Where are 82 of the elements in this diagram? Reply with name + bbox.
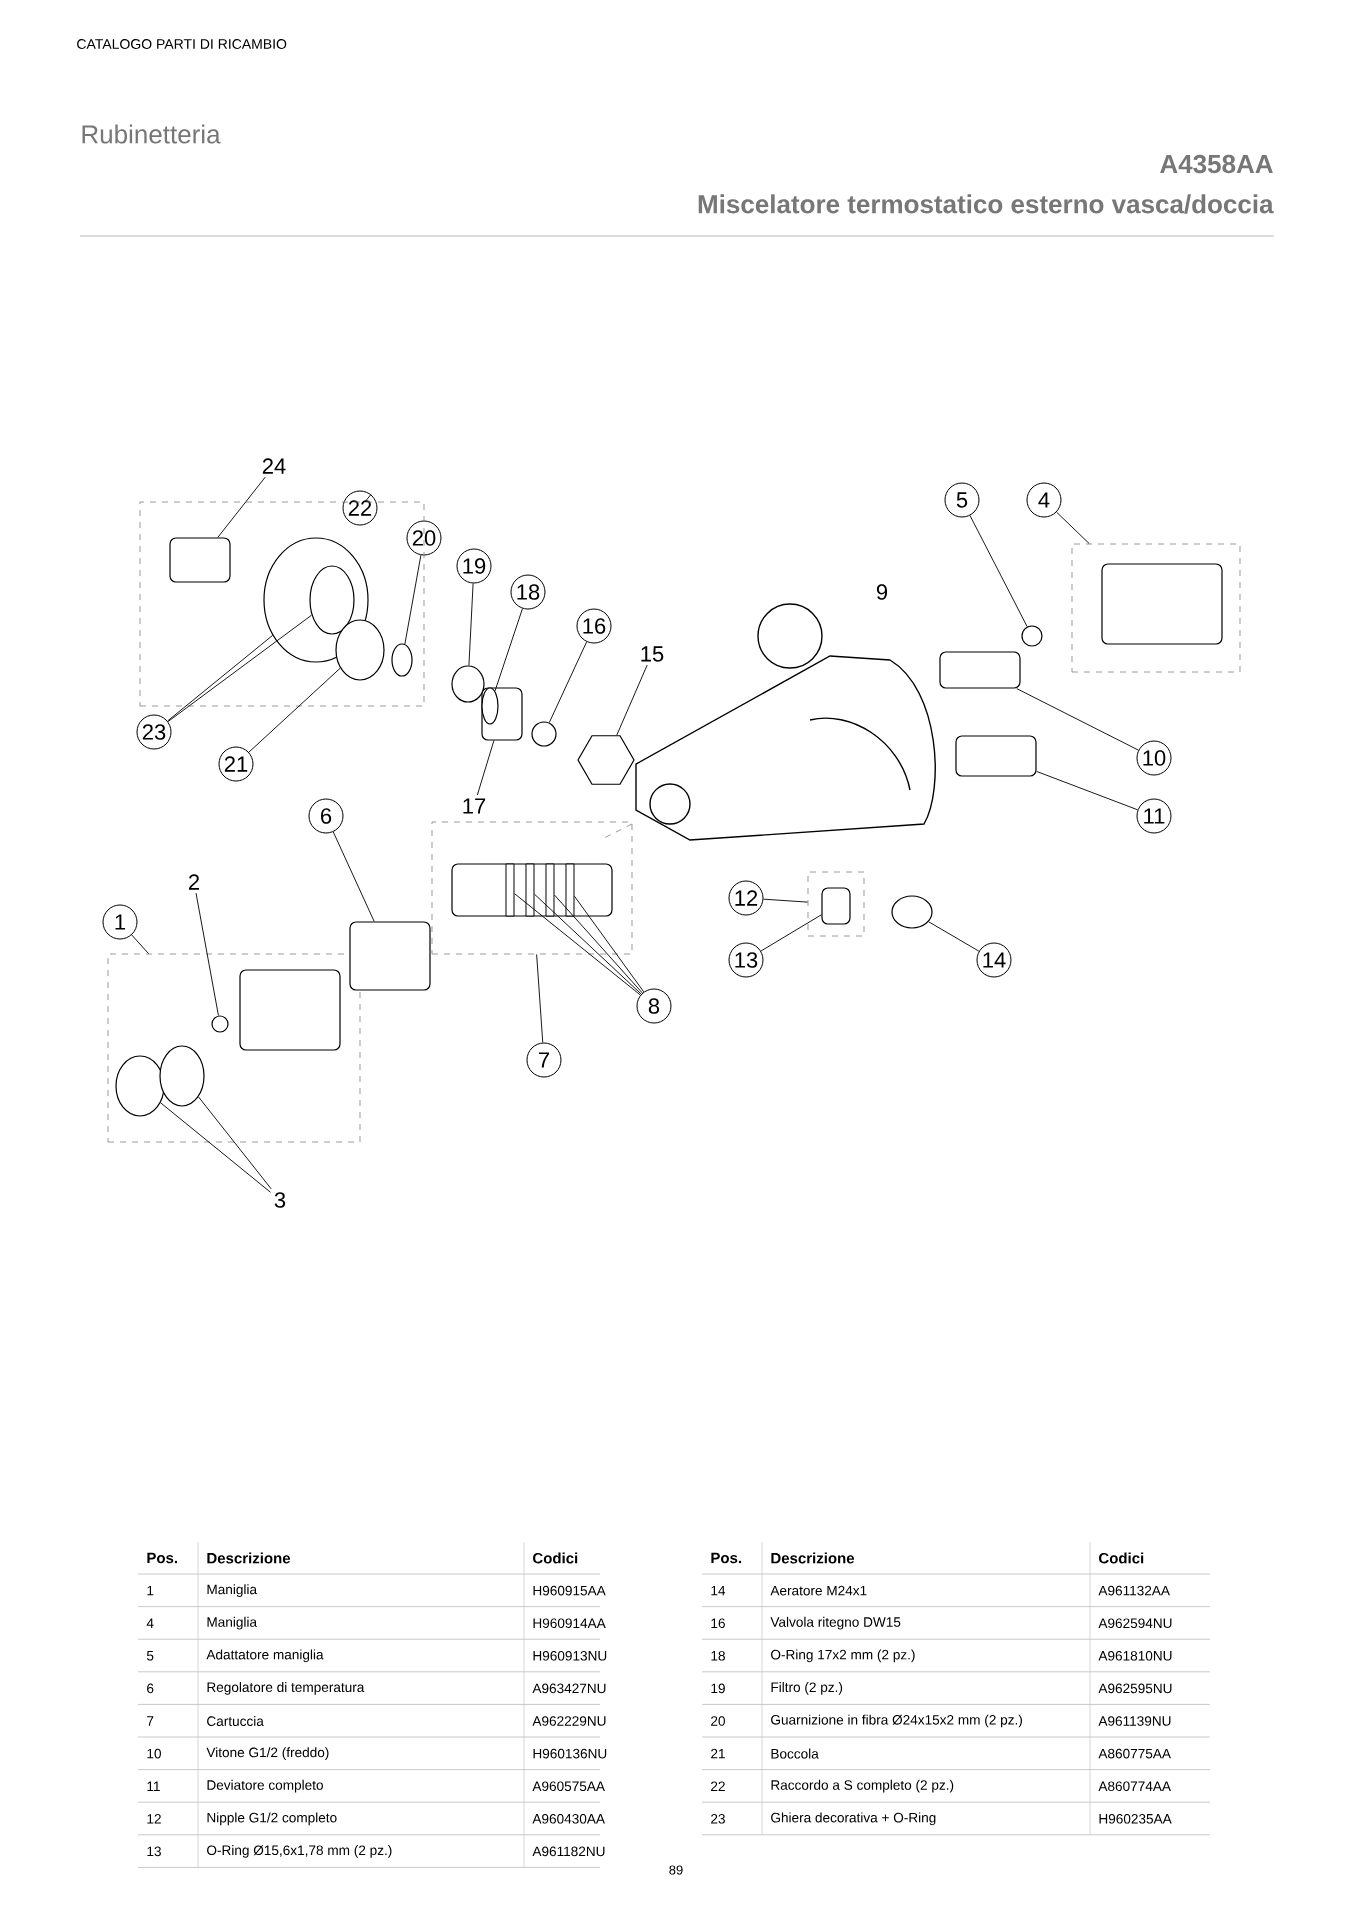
o-ring-drawing — [481, 687, 499, 725]
screw-drawing — [211, 1015, 229, 1033]
callout-number: 18 — [510, 574, 546, 610]
leader-line — [476, 740, 495, 796]
leader-line — [1016, 688, 1139, 751]
handle-drawing — [239, 969, 341, 1051]
callout-number: 2 — [189, 874, 199, 890]
o-ring-drawing — [115, 1055, 165, 1117]
callout-number: 1 — [102, 904, 138, 940]
leader-line — [160, 1102, 271, 1193]
callout-number: 19 — [456, 548, 492, 584]
leader-line — [548, 641, 588, 724]
dashed-group-frame — [1071, 543, 1241, 673]
callout-number: 3 — [274, 1192, 286, 1208]
callout-number: 24 — [262, 458, 286, 474]
sealing-ring-drawing — [525, 863, 535, 917]
product-title: Miscelatore termostatico esterno vasca/doccia — [698, 194, 1274, 214]
leader-line — [554, 894, 643, 994]
leader-line — [616, 664, 648, 736]
leader-line — [198, 1096, 272, 1190]
leader-line — [167, 614, 313, 723]
callout-number: 22 — [342, 490, 378, 526]
leader-line — [514, 893, 641, 996]
leader-line — [574, 895, 645, 993]
dashed-group-frame — [431, 821, 633, 955]
callout-number: 23 — [136, 714, 172, 750]
leader-line — [332, 831, 375, 922]
callout-number: 7 — [526, 1042, 562, 1078]
leader-line — [195, 892, 219, 1016]
callout-number: 11 — [1136, 798, 1172, 834]
sealing-ring-drawing — [565, 863, 575, 917]
callout-number: 10 — [1136, 740, 1172, 776]
leader-line — [468, 583, 474, 666]
callout-number: 12 — [728, 880, 764, 916]
aerator-drawing — [891, 895, 933, 929]
product-code: A4358AA — [1160, 154, 1273, 174]
sealing-ring-drawing — [505, 863, 515, 917]
dashed-group-frame — [807, 871, 865, 937]
callout-number: 20 — [406, 520, 442, 556]
leader-line — [760, 914, 822, 952]
o-ring-drawing — [309, 565, 355, 635]
callout-number: 14 — [976, 942, 1012, 978]
callout-number: 17 — [463, 798, 486, 814]
callout-number: 5 — [944, 482, 980, 518]
callout-number: 15 — [641, 646, 664, 662]
leader-line — [763, 898, 809, 903]
leader-line — [364, 493, 372, 503]
category-name: Rubinetteria — [82, 124, 221, 144]
hex-nut-drawing — [577, 735, 635, 785]
hose-fitting-drawing — [169, 537, 231, 583]
diverter-drawing — [955, 735, 1037, 777]
leader-line — [217, 476, 266, 538]
callout-number: 9 — [876, 584, 888, 600]
leader-line — [1036, 770, 1139, 811]
leader-line — [928, 921, 980, 952]
leader-line — [404, 554, 422, 645]
callout-number: 21 — [218, 746, 254, 782]
temperature-regulator-drawing — [349, 921, 431, 991]
leader-line — [494, 608, 523, 692]
adapter-drawing — [1021, 625, 1043, 647]
filter-drawing — [451, 665, 485, 703]
leader-line — [534, 893, 642, 995]
callout-number: 8 — [636, 988, 672, 1024]
washer-drawing — [391, 643, 413, 677]
callout-number: 6 — [308, 798, 344, 834]
callout-number: 13 — [728, 942, 764, 978]
o-ring-drawing — [159, 1045, 205, 1107]
callout-number: 4 — [1026, 482, 1062, 518]
leader-line — [1056, 511, 1090, 545]
spindle-drawing — [939, 651, 1021, 689]
check-valve-drawing — [531, 721, 557, 747]
leader-line — [969, 515, 1028, 628]
leader-line — [248, 667, 341, 753]
callout-number: 16 — [576, 608, 612, 644]
leader-line — [167, 634, 274, 722]
bush-drawing — [335, 619, 385, 681]
nipple-drawing — [821, 887, 851, 925]
leader-line — [131, 934, 150, 955]
sealing-ring-drawing — [545, 863, 555, 917]
lever-handle-drawing — [1101, 563, 1223, 645]
dashed-group-frame — [107, 953, 361, 1143]
leader-line — [536, 953, 544, 1043]
